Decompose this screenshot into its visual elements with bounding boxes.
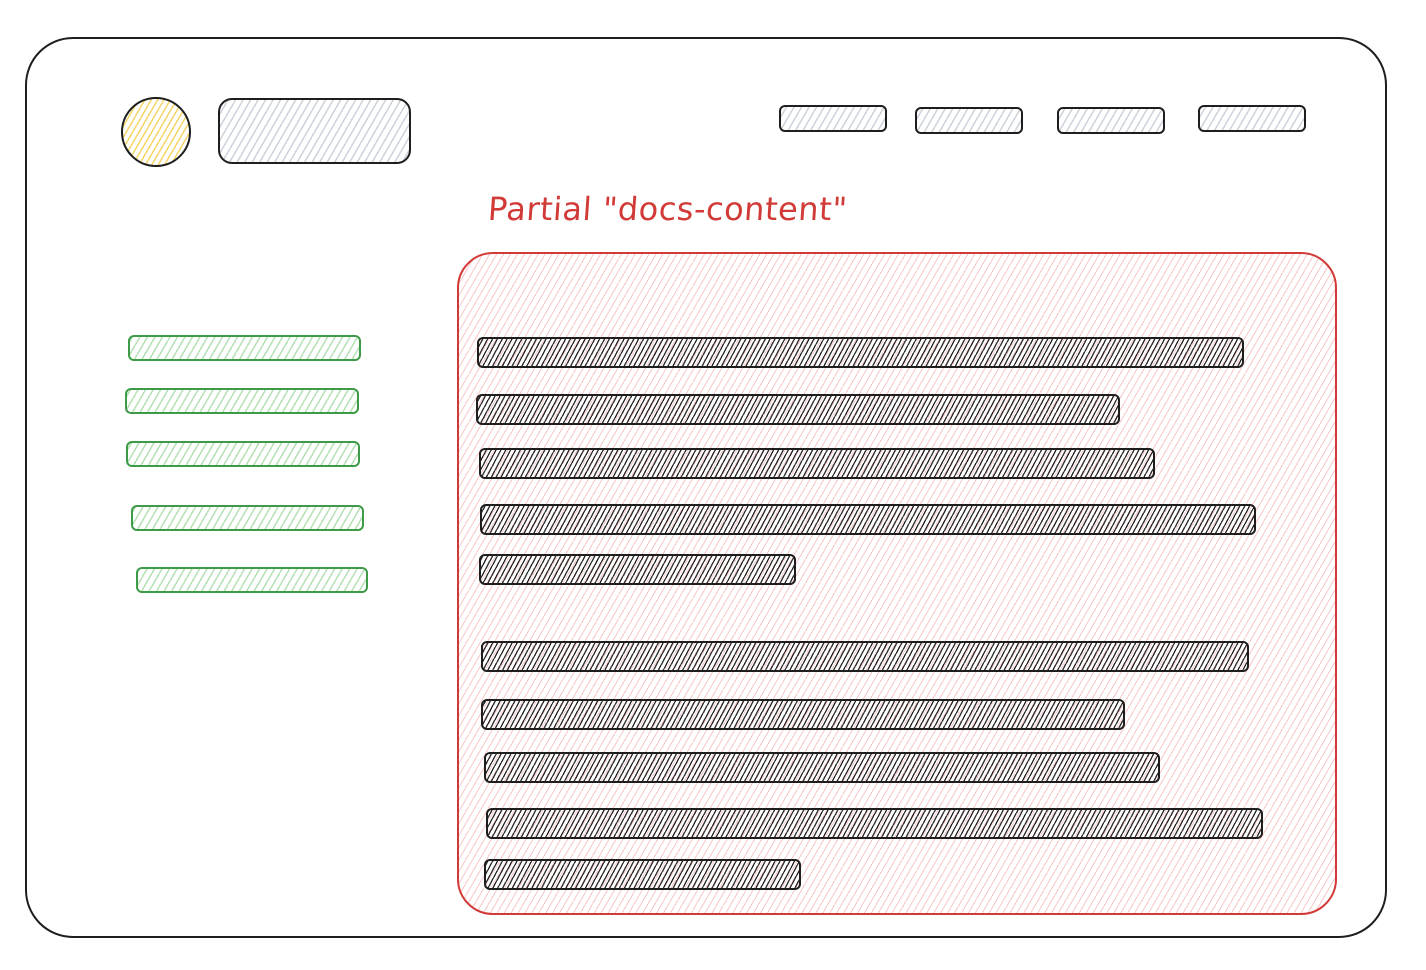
sidebar-item-3[interactable] [126, 441, 360, 467]
content-text-line [481, 699, 1125, 730]
content-text-line [479, 448, 1155, 479]
content-text-line [479, 554, 796, 585]
partial-label: Partial "docs-content" [486, 190, 849, 228]
sidebar-item-2[interactable] [125, 388, 359, 414]
nav-item-3[interactable] [1057, 107, 1165, 134]
content-text-line [477, 337, 1244, 368]
content-text-line [484, 859, 801, 890]
content-text-line [480, 504, 1256, 535]
content-text-line [484, 752, 1160, 783]
nav-item-2[interactable] [915, 107, 1023, 134]
nav-item-1[interactable] [779, 105, 887, 132]
sidebar-item-4[interactable] [131, 505, 364, 531]
sidebar-item-5[interactable] [136, 567, 368, 593]
nav-item-4[interactable] [1198, 105, 1306, 132]
sidebar-item-1[interactable] [128, 335, 361, 361]
content-text-line [481, 641, 1249, 672]
content-text-line [476, 394, 1120, 425]
brand-name-placeholder[interactable] [218, 98, 411, 164]
content-text-line [486, 808, 1263, 839]
logo-icon[interactable] [121, 97, 191, 167]
